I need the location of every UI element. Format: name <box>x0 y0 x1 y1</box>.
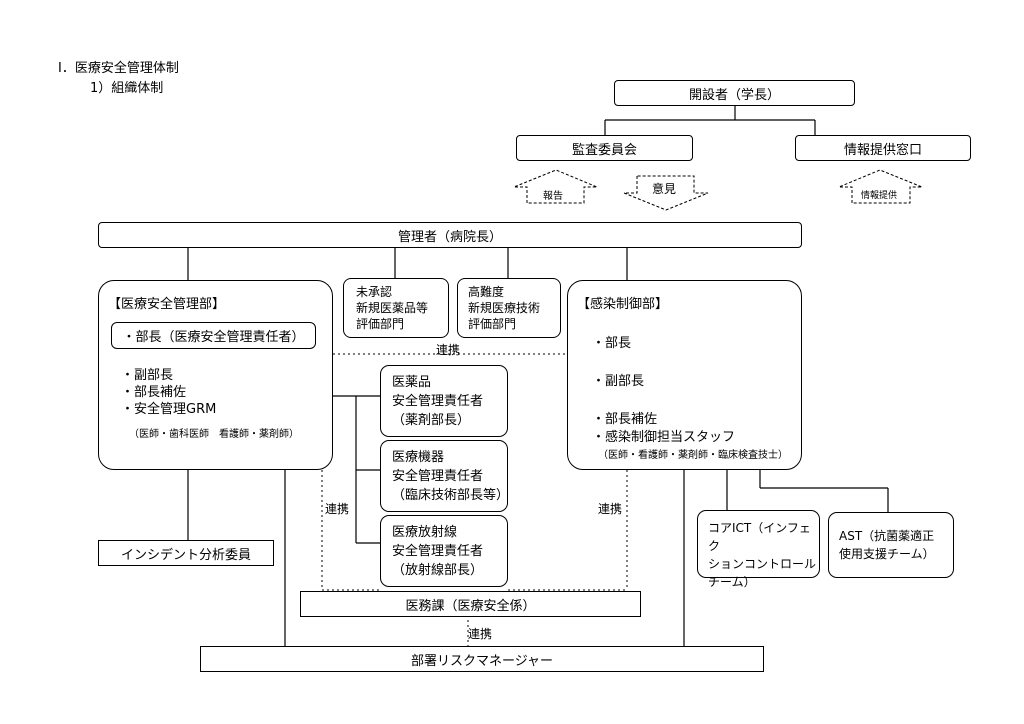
medical-affairs-box: 医務課（医療安全係） <box>300 591 641 617</box>
infection-dept-note: （医師・看護師・薬剤師・臨床検査技士） <box>598 450 788 461</box>
medical-safety-dept-box: 【医療安全管理部】 ・部長（医療安全管理責任者） ・副部長 ・部長補佐 ・安全管… <box>98 280 333 470</box>
dept-head-box: ・部長（医療安全管理責任者） <box>111 322 316 349</box>
cooperation-label-bottom: 連携 <box>468 627 493 641</box>
advanced-tech-line: 新規医療技術 <box>468 301 541 315</box>
ast-box: AST（抗菌薬適正 使用支援チーム） <box>828 512 954 578</box>
radiation-manager-box: 医療放射線 安全管理責任者 （放射線部長） <box>380 515 508 587</box>
pharma-line: 医薬品 <box>392 375 432 390</box>
medical-affairs-label: 医務課（医療安全係） <box>405 598 536 614</box>
device-line: 安全管理責任者 <box>392 469 484 484</box>
audit-committee-label: 監査委員会 <box>571 142 637 158</box>
dept-head-label: ・部長（医療安全管理責任者） <box>122 330 305 345</box>
pharma-line: 安全管理責任者 <box>392 394 484 409</box>
list-item: ・部長 <box>592 336 632 351</box>
advanced-tech-line: 評価部門 <box>468 317 517 331</box>
list-item: ・安全管理GRM <box>121 402 217 417</box>
pharma-manager-box: 医薬品 安全管理責任者 （薬剤部長） <box>380 365 508 437</box>
page-subtitle: 1）組織体制 <box>90 81 164 96</box>
infection-control-dept-box: 【感染制御部】 ・部長 ・副部長 ・部長補佐 ・感染制御担当スタッフ （医師・看… <box>567 280 802 470</box>
page-title: Ⅰ．医療安全管理体制 <box>58 61 179 76</box>
founder-box: 開設者（学長） <box>614 80 855 106</box>
incident-committee-box: インシデント分析委員 <box>98 540 274 566</box>
radiation-line: 安全管理責任者 <box>392 544 484 559</box>
medical-safety-note: （医師・歯科医師 看護師・薬剤師） <box>129 429 299 440</box>
advanced-tech-line: 高難度 <box>468 285 505 299</box>
core-ict-line: ションコントロール <box>708 557 817 571</box>
unapproved-drugs-box: 未承認 新規医薬品等 評価部門 <box>343 278 449 338</box>
advanced-tech-box: 高難度 新規医療技術 評価部門 <box>457 278 561 338</box>
unapproved-line: 評価部門 <box>356 317 405 331</box>
ast-line: 使用支援チーム） <box>839 547 935 561</box>
list-item: ・部長補佐 <box>592 412 658 427</box>
info-window-label: 情報提供窓口 <box>843 142 922 158</box>
cooperation-label-left: 連携 <box>325 502 350 516</box>
pharma-line: （薬剤部長） <box>392 413 471 428</box>
unapproved-line: 新規医薬品等 <box>356 301 429 315</box>
device-line: 医療機器 <box>392 450 445 465</box>
dept-risk-manager-box: 部署リスクマネージャー <box>200 646 764 672</box>
report-arrow-label: 報告 <box>543 191 563 202</box>
administrator-label: 管理者（病院長） <box>397 229 502 245</box>
opinion-arrow-label: 意見 <box>652 182 677 196</box>
ast-line: AST（抗菌薬適正 <box>839 529 935 543</box>
radiation-line: （放射線部長） <box>392 563 484 578</box>
audit-committee-box: 監査委員会 <box>516 135 693 161</box>
infection-dept-title: 【感染制御部】 <box>577 297 669 312</box>
info-provide-arrow-label: 情報提供 <box>861 191 898 201</box>
radiation-line: 医療放射線 <box>392 525 458 540</box>
device-line: （臨床技術部長等） <box>392 488 510 503</box>
incident-committee-label: インシデント分析委員 <box>120 547 251 563</box>
list-item: ・部長補佐 <box>121 385 187 400</box>
info-window-box: 情報提供窓口 <box>795 135 971 161</box>
cooperation-label-right: 連携 <box>598 502 623 516</box>
device-manager-box: 医療機器 安全管理責任者 （臨床技術部長等） <box>380 440 510 512</box>
medical-safety-dept-title: 【医療安全管理部】 <box>108 297 226 312</box>
medical-safety-items: ・副部長 ・部長補佐 ・安全管理GRM <box>121 367 216 418</box>
core-ict-line: コアICT（インフェク <box>708 521 811 553</box>
list-item: ・副部長 <box>121 368 174 383</box>
administrator-box: 管理者（病院長） <box>98 222 802 248</box>
core-ict-box: コアICT（インフェク ションコントロール チーム） <box>697 510 820 589</box>
list-item: ・感染制御担当スタッフ <box>592 430 736 445</box>
founder-label: 開設者（学長） <box>688 87 780 103</box>
cooperation-label-top: 連携 <box>436 343 461 357</box>
dept-risk-manager-label: 部署リスクマネージャー <box>410 653 554 669</box>
list-item: ・副部長 <box>592 374 645 389</box>
core-ict-line: チーム） <box>708 575 756 589</box>
unapproved-line: 未承認 <box>356 285 393 299</box>
